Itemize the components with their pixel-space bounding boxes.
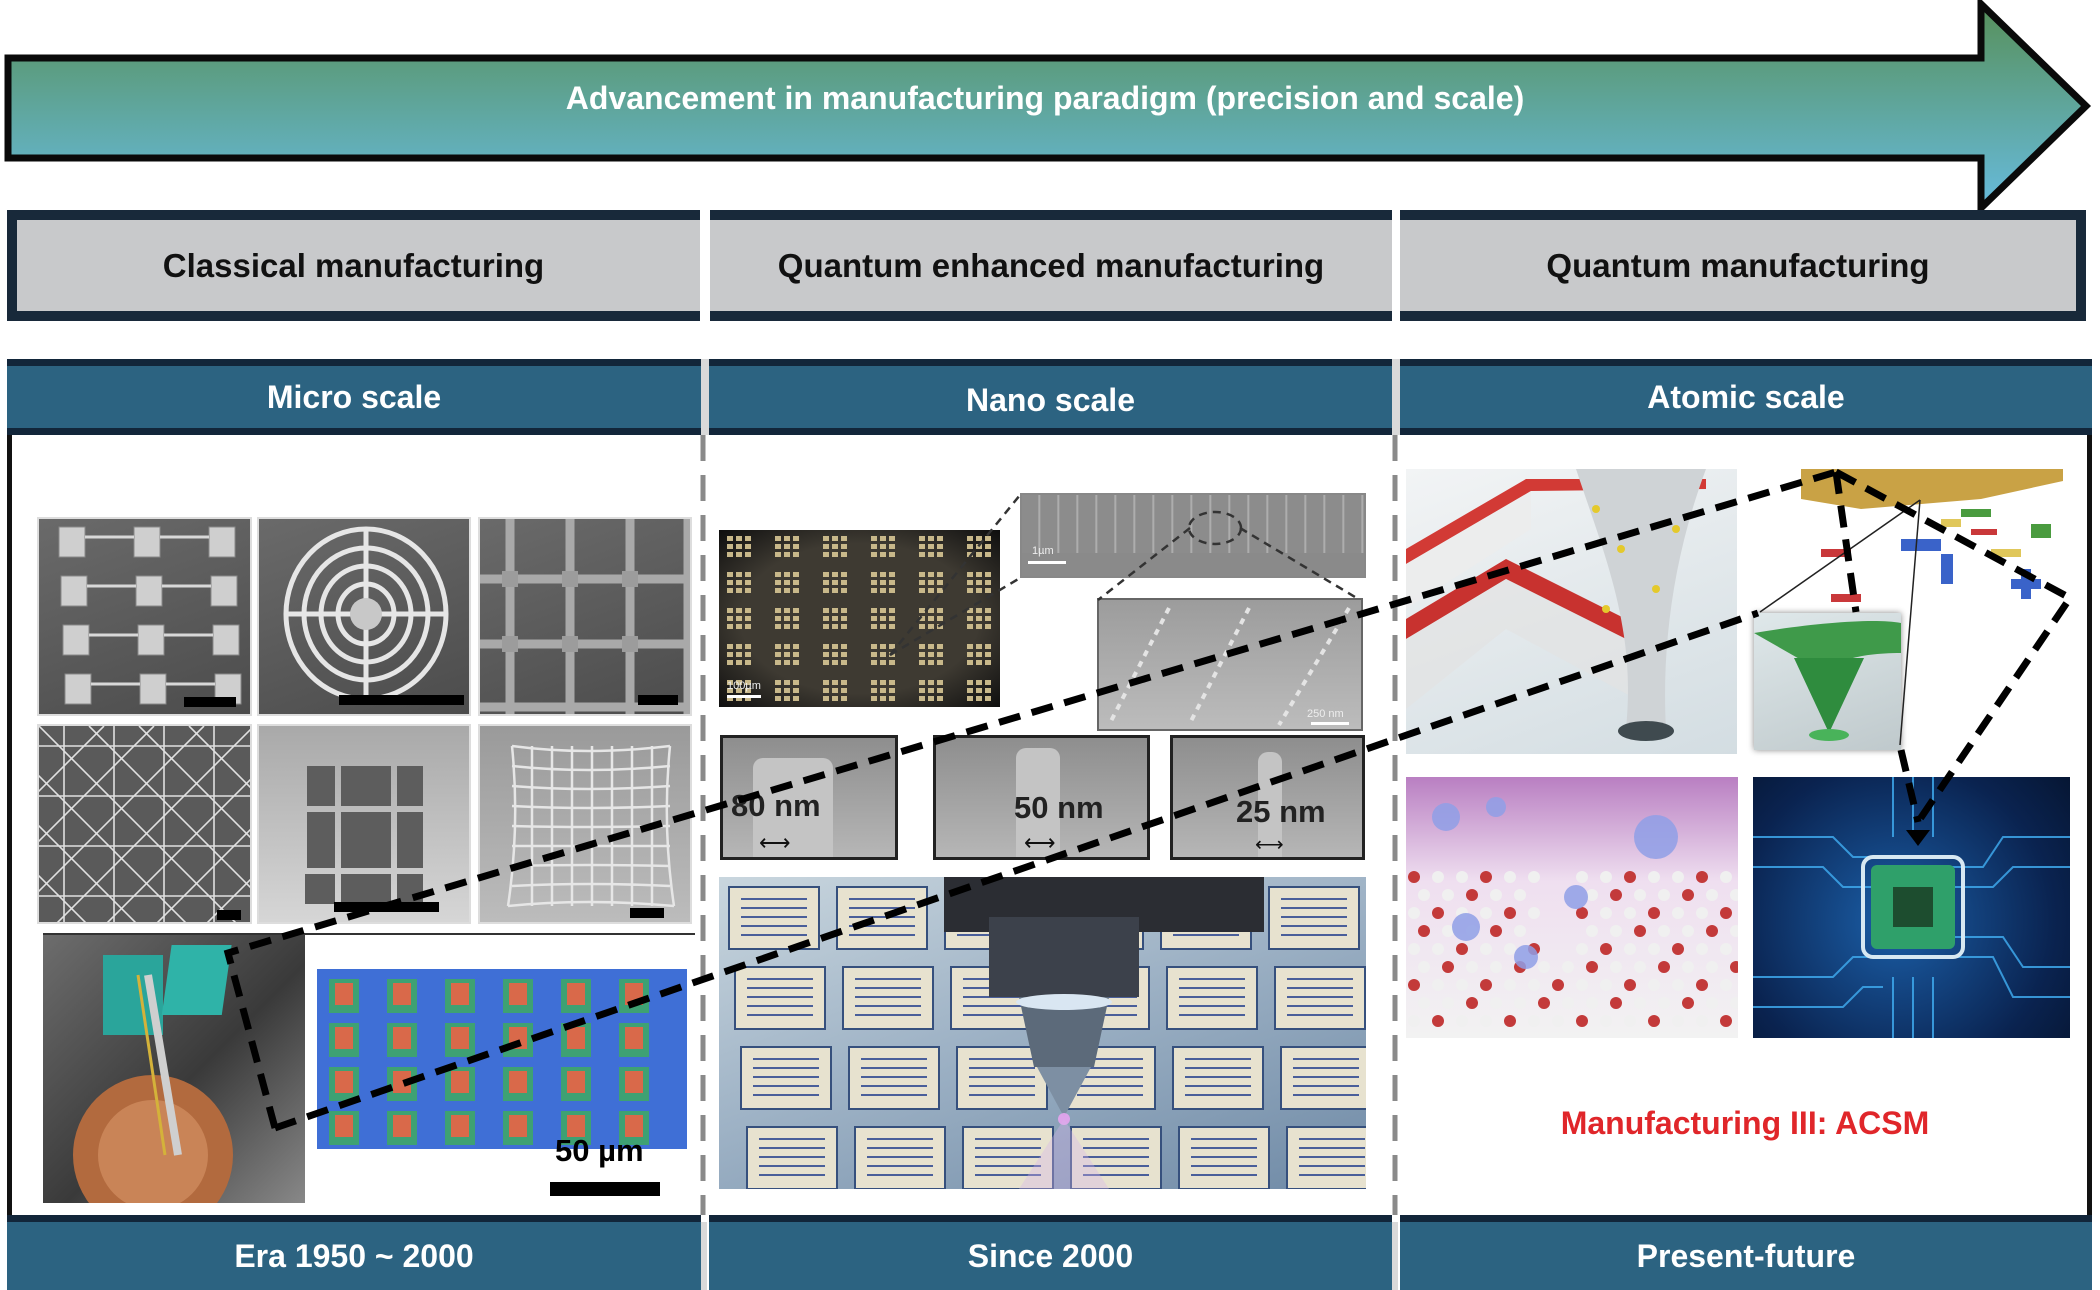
pillar-label-25nm: 25 nm [1236, 794, 1326, 829]
category-classical: Classical manufacturing [7, 210, 700, 321]
pillar-label-50nm: 50 nm [1014, 790, 1104, 825]
concentric-ring-sem [257, 517, 471, 716]
pillar-dot [335, 1071, 353, 1093]
arrow-label: Advancement in manufacturing paradigm (p… [565, 80, 1525, 116]
main-panel [7, 359, 2092, 1290]
pillar-dot [509, 1071, 527, 1093]
pillar-shape [1016, 748, 1060, 857]
scale-header-nano: Nano scale [709, 359, 1392, 435]
pillar-dot [393, 983, 411, 1005]
sem-top-scale-label: 1µm [1032, 545, 1054, 557]
pillar-dot [451, 983, 469, 1005]
green-tip-inset [1754, 613, 1901, 750]
pillar-dot [567, 1027, 585, 1049]
cantilever-array-sem [37, 517, 252, 716]
category-label: Classical manufacturing [162, 246, 545, 284]
optical-scale-label: 100µm [727, 680, 761, 692]
octet-lattice-sem [37, 724, 252, 924]
micro-scale-label: 50 µm [555, 1133, 644, 1168]
header-divider [1392, 359, 1400, 435]
machining-tool-photo [43, 933, 305, 1203]
lithography-lens-wafer-photo [719, 877, 1366, 1189]
era-label: Era 1950 ~ 2000 [234, 1237, 474, 1274]
pillar-dot [335, 983, 353, 1005]
sem-zoom-scale-label: 250 nm [1307, 708, 1344, 720]
pillar-dot [509, 1115, 527, 1137]
optical-scale-bar [727, 695, 761, 698]
pillar-dot [451, 1071, 469, 1093]
era-classical: Era 1950 ~ 2000 [7, 1215, 701, 1290]
era-quantum-enhanced: Since 2000 [709, 1215, 1392, 1290]
width-arrow-icon: ⟷ [1024, 830, 1056, 855]
pillar-label-80nm: 80 nm [731, 788, 821, 823]
acsm-caption: Manufacturing III: ACSM [1560, 1105, 1930, 1141]
width-arrow-icon: ⟷ [1255, 834, 1284, 856]
pillar-dot [567, 983, 585, 1005]
width-arrow-icon: ⟷ [759, 830, 791, 855]
curved-grid-sem [478, 724, 692, 924]
atomic-connector-lines [1759, 499, 1921, 746]
era-quantum: Present-future [1400, 1215, 2092, 1290]
pillar-dot [335, 1027, 353, 1049]
column-dividers [700, 435, 1398, 1215]
pillar-array-3d-map: 50 µm [305, 933, 695, 1203]
layer-etching-render [1406, 777, 1738, 1038]
zoom-callout-lines [889, 494, 1361, 657]
category-quantum: Quantum manufacturing [1400, 210, 2086, 321]
pillar-dot [567, 1115, 585, 1137]
scale-label: Nano scale [966, 381, 1135, 418]
pillar-dot [509, 983, 527, 1005]
category-label: Quantum enhanced manufacturing [777, 246, 1325, 284]
header-divider [701, 359, 709, 435]
sem-zoom-scale-bar [1311, 722, 1349, 725]
era-label: Since 2000 [967, 1237, 1134, 1274]
pillar-dot [451, 1027, 469, 1049]
scale-label: Micro scale [266, 378, 442, 415]
pillar-dot [625, 1027, 643, 1049]
pillar-dot [625, 1115, 643, 1137]
sem-top-scale-bar [1028, 561, 1066, 564]
era-divider [701, 1222, 707, 1290]
sem-zoom-image: 250 nm [1097, 598, 1363, 731]
pillar-dot [393, 1027, 411, 1049]
sem-top-substrate [1022, 553, 1364, 576]
pillar-dot [335, 1115, 353, 1137]
pillar-sem-25nm: 25 nm ⟷ [1170, 735, 1365, 860]
scale-header-micro: Micro scale [7, 359, 701, 435]
cube-frame-sem [257, 724, 471, 924]
pillar-dot [393, 1115, 411, 1137]
paradigm-arrow [4, 0, 2092, 215]
era-label: Present-future [1636, 1237, 1856, 1274]
pillar-dot [451, 1115, 469, 1137]
pillar-dot [625, 1071, 643, 1093]
pillar-dot [567, 1071, 585, 1093]
scale-header-atomic: Atomic scale [1400, 359, 2092, 435]
era-divider [1392, 1222, 1398, 1290]
category-label: Quantum manufacturing [1546, 246, 1930, 284]
pillar-dot [393, 1071, 411, 1093]
monolayer-tip-render [1406, 469, 1737, 754]
category-quantum-enhanced: Quantum enhanced manufacturing [710, 210, 1392, 321]
circuit-chip-render [1753, 777, 2070, 1038]
hust-mse-grid-sem [478, 517, 692, 716]
pillar-shape [1258, 752, 1282, 857]
scale-label: Atomic scale [1647, 378, 1845, 415]
category-left-border [7, 210, 17, 321]
